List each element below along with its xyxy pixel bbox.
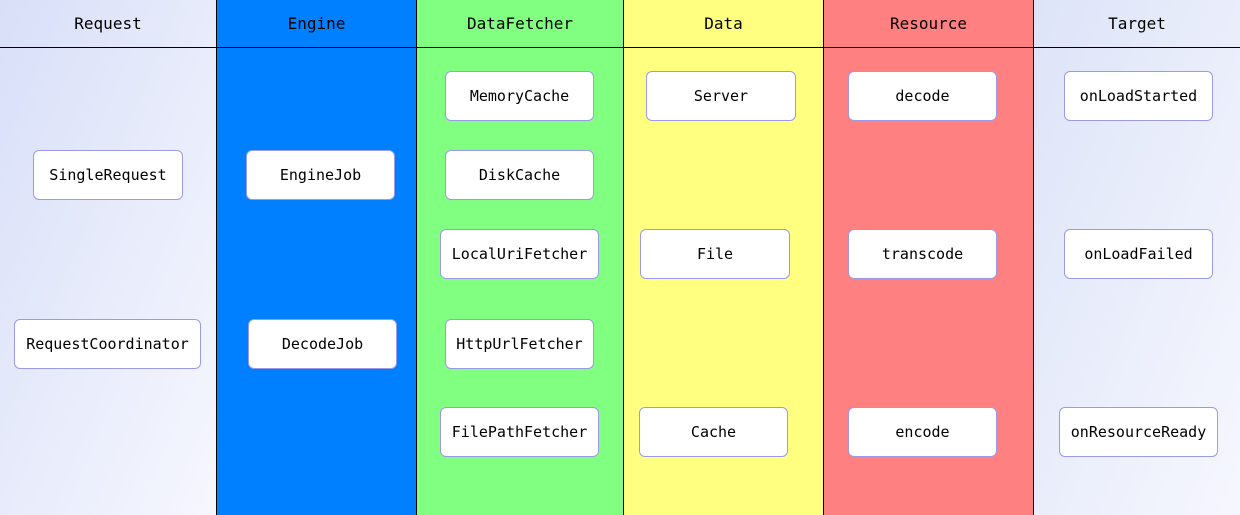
node-single-request[interactable]: SingleRequest: [33, 150, 183, 200]
node-on-load-failed[interactable]: onLoadFailed: [1064, 229, 1213, 279]
node-disk-cache[interactable]: DiskCache: [445, 150, 594, 200]
node-engine-job[interactable]: EngineJob: [246, 150, 395, 200]
node-server[interactable]: Server: [646, 71, 796, 121]
node-decode-job[interactable]: DecodeJob: [248, 319, 397, 369]
node-encode[interactable]: encode: [848, 407, 997, 457]
node-decode[interactable]: decode: [848, 71, 997, 121]
lane-request-title: Request: [0, 0, 216, 48]
node-request-coordinator[interactable]: RequestCoordinator: [14, 319, 201, 369]
lane-data-fetcher: DataFetcher MemoryCache DiskCache LocalU…: [416, 0, 623, 515]
node-memory-cache[interactable]: MemoryCache: [445, 71, 594, 121]
lane-request: Request SingleRequest RequestCoordinator: [0, 0, 216, 515]
lane-resource: Resource decode transcode encode: [823, 0, 1033, 515]
node-on-resource-ready[interactable]: onResourceReady: [1059, 407, 1218, 457]
node-transcode[interactable]: transcode: [848, 229, 997, 279]
node-file-path-fetcher[interactable]: FilePathFetcher: [440, 407, 599, 457]
node-cache[interactable]: Cache: [639, 407, 788, 457]
node-local-uri-fetcher[interactable]: LocalUriFetcher: [440, 229, 599, 279]
node-file[interactable]: File: [640, 229, 790, 279]
lane-engine-title: Engine: [217, 0, 416, 48]
lane-data-fetcher-title: DataFetcher: [417, 0, 623, 48]
lane-resource-title: Resource: [824, 0, 1033, 48]
node-on-load-started[interactable]: onLoadStarted: [1064, 71, 1213, 121]
lane-data: Data Server File Cache: [623, 0, 823, 515]
lane-data-title: Data: [624, 0, 823, 48]
lane-target: Target onLoadStarted onLoadFailed onReso…: [1033, 0, 1240, 515]
lane-target-title: Target: [1034, 0, 1240, 48]
node-http-url-fetcher[interactable]: HttpUrlFetcher: [445, 319, 594, 369]
lane-engine: Engine EngineJob DecodeJob: [216, 0, 416, 515]
